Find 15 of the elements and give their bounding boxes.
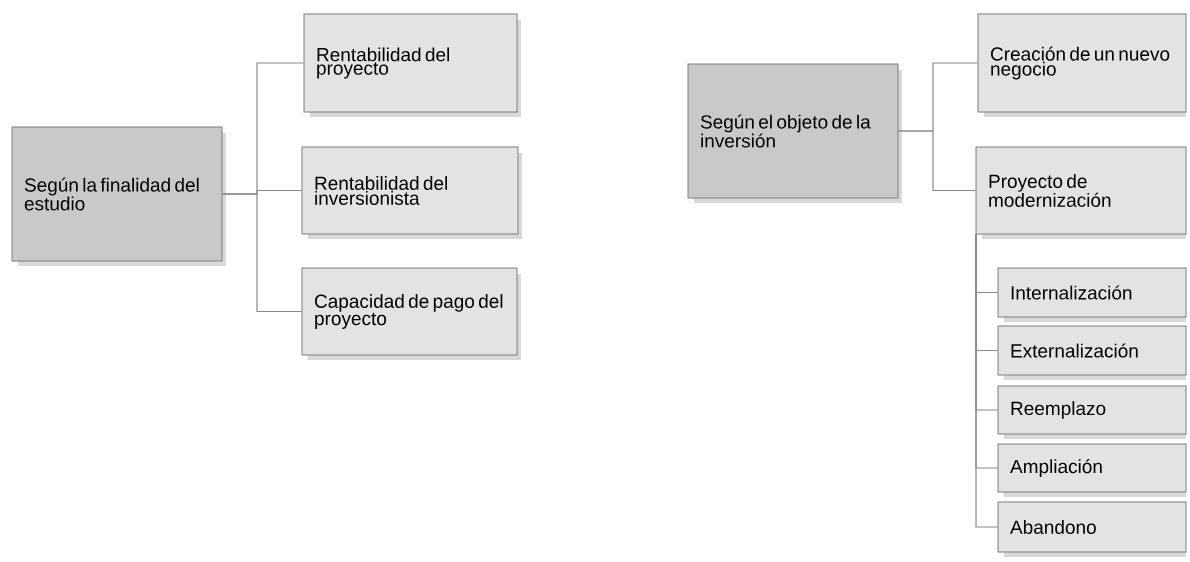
sub-option-box: Ampliación	[997, 443, 1187, 497]
option-box: Creación de un nuevo negocio	[977, 13, 1187, 117]
option-box: Capacidad de pago del proyecto	[301, 267, 521, 360]
sub-option-box: Abandono	[997, 501, 1187, 557]
sub-option-box: Reemplazo	[997, 385, 1187, 439]
category-box: Según la finalidad del estudio	[11, 126, 226, 266]
sub-option-box: Internalización	[997, 267, 1187, 322]
category-box: Según el objeto de la inversión	[687, 63, 902, 203]
option-box: Rentabilidad del proyecto	[303, 13, 521, 117]
connector-line	[221, 193, 303, 313]
connector-line	[975, 233, 999, 528]
sub-option-box: Externalización	[997, 325, 1187, 380]
connector-line	[897, 130, 977, 192]
option-box: Rentabilidad del inversionista	[301, 146, 522, 239]
option-box: Proyecto de modernización	[975, 146, 1187, 239]
